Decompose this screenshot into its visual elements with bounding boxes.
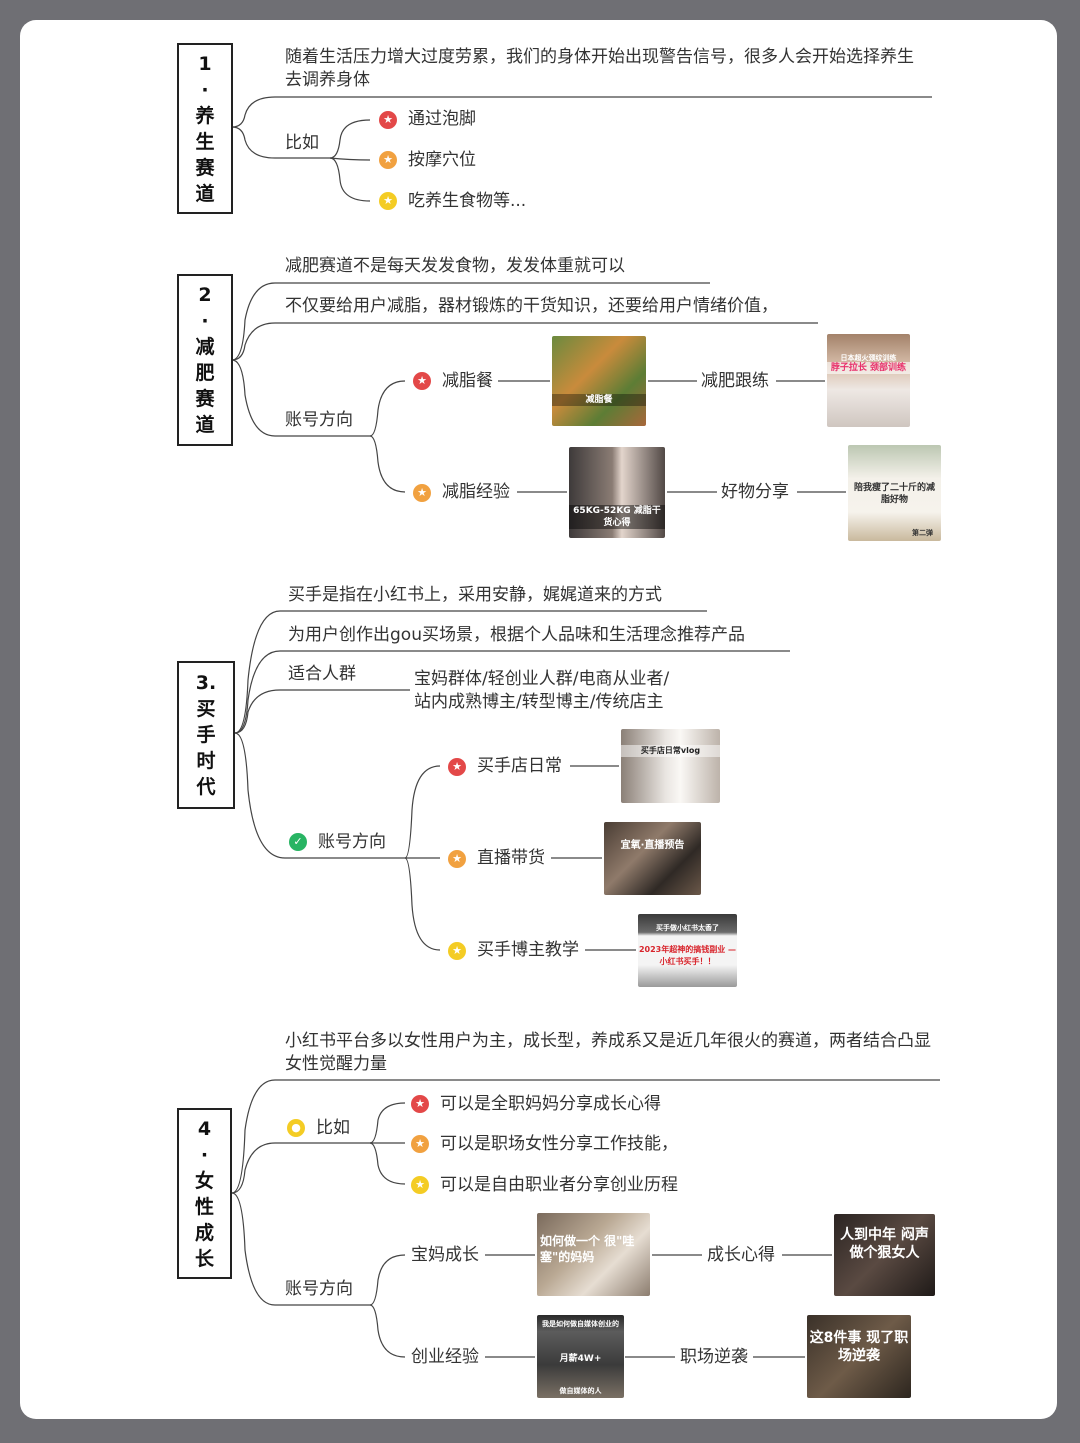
section-3-title: 3. 买 手 时 代 (177, 661, 235, 809)
section-4-row-next: 成长心得 (707, 1245, 775, 1265)
red-star-icon: ★ (411, 1095, 429, 1113)
section-3-row-label: 买手店日常 (477, 756, 562, 776)
section-2-line: 减肥赛道不是每天发发食物，发发体重就可以 (285, 256, 625, 276)
section-4-dir-label: 账号方向 (285, 1279, 353, 1299)
section-4-group-label: 比如 (316, 1118, 350, 1138)
orange-star-icon: ★ (379, 151, 397, 169)
yellow-star-icon: ★ (379, 192, 397, 210)
lightbulb-icon: ● (287, 1119, 305, 1137)
section-1-item: 按摩穴位 (408, 150, 476, 170)
buyer-tutorial-thumbnail: 买手做小红书太香了 2023年超神的搞钱副业 —小红书买手！！ (638, 914, 737, 987)
section-2-row-label: 减脂餐 (442, 371, 493, 391)
red-star-icon: ★ (413, 372, 431, 390)
section-1-group-label: 比如 (285, 133, 319, 153)
section-3-crowd-text: 站内成熟博主/转型博主/传统店主 (414, 692, 664, 712)
fat-loss-experience-thumbnail: 65KG-52KG 减脂干货心得 (569, 447, 665, 538)
section-3-row-label: 买手博主教学 (477, 940, 579, 960)
workout-thumbnail: 日本超火颈纹训练 脖子拉长 颈部训练 (827, 334, 910, 427)
section-1-item: 吃养生食物等... (408, 191, 527, 211)
buyer-shop-thumbnail: 买手店日常vlog (621, 729, 720, 803)
section-2-group-label: 账号方向 (285, 410, 353, 430)
career-comeback-thumbnail: 这8件事 现了职场逆袭 (807, 1315, 911, 1398)
section-2-row-next: 减肥跟练 (701, 371, 769, 391)
section-4-item: 可以是自由职业者分享创业历程 (440, 1175, 678, 1195)
section-1-item: 通过泡脚 (408, 109, 476, 129)
section-1-title: 1 · 养 生 赛 道 (177, 43, 233, 214)
section-4-row-label: 创业经验 (411, 1347, 479, 1367)
orange-star-icon: ★ (448, 850, 466, 868)
section-3-crowd-label: 适合人群 (288, 664, 356, 684)
section-3-group-label: 账号方向 (318, 832, 386, 852)
section-4-row-next: 职场逆袭 (680, 1347, 748, 1367)
orange-star-icon: ★ (413, 484, 431, 502)
orange-star-icon: ★ (411, 1135, 429, 1153)
red-star-icon: ★ (379, 111, 397, 129)
section-4-title: 4 · 女 性 成 长 (177, 1108, 232, 1279)
section-3-line: 买手是指在小红书上，采用安静，娓娓道来的方式 (288, 585, 662, 605)
section-2-row-next: 好物分享 (721, 482, 789, 502)
section-3-line: 为用户创作出gou买场景，根据个人品味和生活理念推荐产品 (288, 625, 745, 645)
goods-share-thumbnail: 陪我瘦了二十斤的减脂好物 第二弹 (848, 445, 941, 541)
yellow-star-icon: ★ (448, 942, 466, 960)
section-4-item: 可以是职场女性分享工作技能， (440, 1134, 678, 1154)
section-1-intro: 随着生活压力增大过度劳累，我们的身体开始出现警告信号，很多人会开始选择养生去调养… (285, 47, 914, 90)
section-3-row-label: 直播带货 (477, 848, 545, 868)
startup-thumbnail: 我是如何做自媒体创业的 月薪4W+ 做自媒体的人 (537, 1315, 624, 1398)
section-4-item: 可以是全职妈妈分享成长心得 (440, 1094, 661, 1114)
yellow-star-icon: ★ (411, 1176, 429, 1194)
section-2-row-label: 减脂经验 (442, 482, 510, 502)
section-2-line: 不仅要给用户减脂，器材锻炼的干货知识，还要给用户情绪价值， (285, 296, 778, 316)
section-3-crowd-text: 宝妈群体/轻创业人群/电商从业者/ (414, 669, 670, 689)
section-2-title: 2 · 减 肥 赛 道 (177, 274, 233, 446)
fat-loss-meal-thumbnail: 减脂餐 (552, 336, 646, 426)
section-4-intro: 小红书平台多以女性用户为主，成长型，养成系又是近几年很火的赛道，两者结合凸显女性… (285, 1031, 931, 1074)
live-stream-thumbnail: 宜氧·直播预告 (604, 822, 701, 895)
section-4-row-label: 宝妈成长 (411, 1245, 479, 1265)
mom-growth-thumbnail: 如何做一个 很"哇塞"的妈妈 (537, 1213, 650, 1296)
middle-age-thumbnail: 人到中年 闷声做个狠女人 (834, 1214, 935, 1296)
check-icon: ✓ (289, 833, 307, 851)
red-star-icon: ★ (448, 758, 466, 776)
